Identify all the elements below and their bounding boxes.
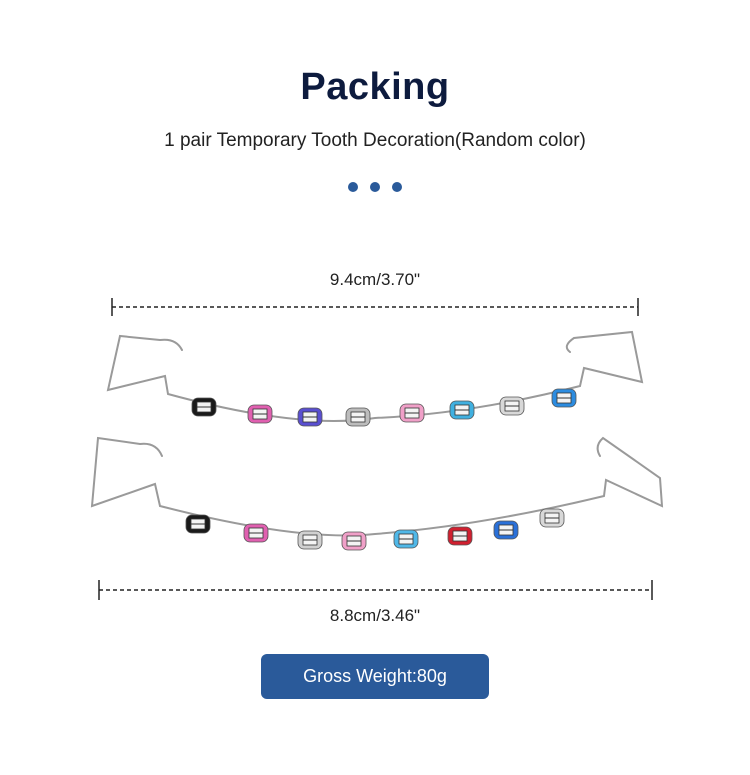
bracket-icon <box>243 523 269 543</box>
bracket-icon <box>499 396 525 416</box>
bracket-icon <box>447 526 473 546</box>
top-arch-wire <box>106 330 644 422</box>
bottom-arch-wire <box>90 436 664 537</box>
bottom-width-label: 8.8cm/3.46" <box>329 606 421 625</box>
bracket-icon <box>551 388 577 408</box>
bracket-icon <box>297 407 323 427</box>
braces-illustration <box>90 330 664 551</box>
bracket-icon <box>449 400 475 420</box>
bottom-dimension-line <box>98 580 653 600</box>
top-dimension-line <box>111 298 639 316</box>
top-width-label: 9.4cm/3.70" <box>329 270 421 289</box>
gross-weight-badge: Gross Weight:80g <box>261 654 489 699</box>
product-subtitle: 1 pair Temporary Tooth Decoration(Random… <box>164 130 586 151</box>
bracket-icon <box>493 520 519 540</box>
gross-weight-label: Gross Weight:80g <box>303 666 447 686</box>
top-brackets <box>191 388 577 427</box>
dot-icon <box>348 182 358 192</box>
dot-icon <box>370 182 380 192</box>
bracket-icon <box>399 403 425 423</box>
bracket-icon <box>345 407 371 427</box>
decorative-dots <box>348 182 402 192</box>
bracket-icon <box>191 397 217 417</box>
page-title: Packing <box>300 66 450 108</box>
bracket-icon <box>185 514 211 534</box>
dot-icon <box>392 182 402 192</box>
bracket-icon <box>341 531 367 551</box>
bracket-icon <box>297 530 323 550</box>
bracket-icon <box>247 404 273 424</box>
bracket-icon <box>393 529 419 549</box>
bracket-icon <box>539 508 565 528</box>
bottom-brackets <box>185 508 565 551</box>
